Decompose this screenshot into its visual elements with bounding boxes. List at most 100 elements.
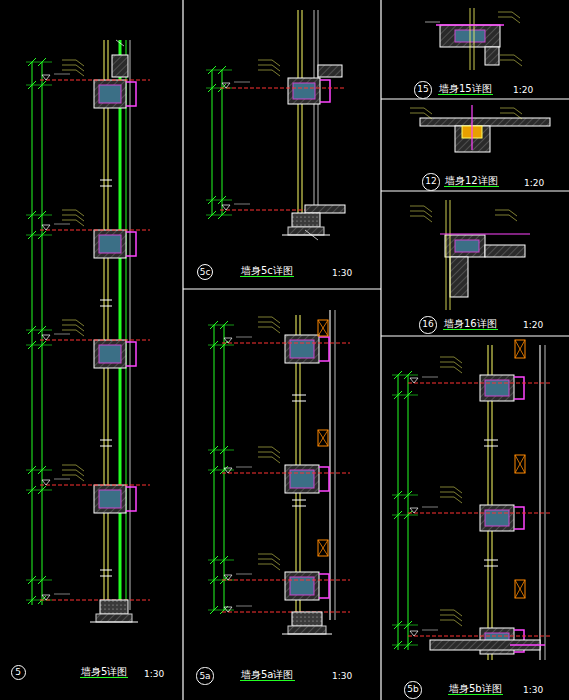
concrete-section [292, 612, 322, 626]
scale-text: 1:30 [522, 686, 544, 695]
drawing-line [62, 65, 76, 66]
drawing-line [454, 620, 462, 626]
drawing-line [440, 610, 454, 611]
drawing-line [40, 340, 150, 341]
drawing-line [130, 40, 131, 610]
drawing-line [26, 235, 52, 236]
level-mark [224, 607, 232, 612]
drawing-line [220, 88, 345, 89]
scale-text: 1:20 [512, 86, 534, 95]
drawing-line [454, 492, 462, 498]
level-mark [222, 205, 230, 210]
drawing-line [408, 383, 552, 384]
drawing-line [26, 490, 52, 491]
detail-circle: 5 [11, 665, 26, 680]
drawing-line [62, 220, 76, 221]
level-mark [42, 75, 50, 80]
concrete-section [445, 235, 485, 257]
level-mark [224, 575, 232, 580]
drawing-line [236, 606, 252, 607]
concrete-section [305, 205, 345, 213]
detail-circle: 5a [196, 667, 213, 684]
panel-frame [183, 0, 569, 700]
drawing-line [76, 330, 84, 336]
drawing-line [440, 357, 454, 358]
drawing-line [298, 10, 299, 215]
drawing-line [62, 330, 76, 331]
level-mark [224, 338, 232, 343]
drawing-line [515, 340, 525, 358]
drawing-line [484, 560, 498, 561]
drawing-line [272, 452, 280, 458]
level-mark [224, 468, 232, 473]
drawing-line [318, 430, 328, 446]
drawing-line [26, 345, 52, 346]
scale-text: 1:30 [143, 670, 165, 679]
drawing-line [410, 211, 424, 212]
drawing-line [272, 322, 280, 328]
concrete-section [455, 240, 479, 252]
concrete-section [285, 465, 319, 493]
concrete-section [318, 430, 328, 446]
drawing-line [32, 62, 33, 605]
drawing-line [224, 325, 225, 610]
drawing-line [422, 630, 438, 631]
drawing-line [440, 362, 454, 363]
drawing-line [76, 65, 84, 71]
drawing-line [515, 340, 525, 358]
drawing-line [514, 60, 522, 66]
drawing-line [440, 487, 454, 488]
concrete-section [485, 380, 509, 396]
drawing-line [484, 566, 498, 567]
flashing [514, 507, 524, 529]
drawing-line [40, 230, 150, 231]
drawing-line [318, 540, 328, 556]
drawing-line [62, 470, 76, 471]
drawing-line [272, 447, 280, 453]
detail-number: 5a [199, 672, 210, 681]
drawing-line [258, 457, 272, 458]
drawing-line [422, 507, 438, 508]
drawing-line [62, 60, 76, 61]
level-mark [410, 378, 418, 383]
drawing-line [40, 485, 150, 486]
drawing-line [76, 220, 84, 226]
drawing-line [512, 17, 520, 23]
drawing-line [408, 636, 552, 637]
drawing-line [500, 108, 514, 109]
drawing-line [90, 622, 138, 623]
concrete-section [99, 235, 121, 253]
drawing-line [214, 325, 215, 610]
drawing-line [76, 215, 84, 221]
drawing-line [410, 113, 424, 114]
drawing-line [54, 224, 70, 225]
drawing-line [392, 515, 418, 516]
drawing-line [42, 62, 43, 605]
drawing-line [108, 40, 109, 610]
drawing-line [26, 580, 52, 581]
drawing-line [314, 10, 315, 215]
drawing-line [318, 320, 328, 336]
drawing-line [318, 430, 328, 446]
concrete-section [99, 490, 121, 508]
drawing-line [424, 108, 432, 114]
concrete-section [318, 65, 342, 77]
drawing-line [100, 306, 112, 307]
drawing-line [410, 108, 424, 109]
drawing-line [392, 645, 418, 646]
detail-circle: 15 [414, 81, 431, 98]
drawing-line [208, 450, 234, 451]
concrete-section [94, 485, 126, 513]
drawing-line [222, 473, 350, 474]
concrete-section [288, 78, 320, 104]
drawing-line [424, 211, 432, 217]
drawing-line [454, 487, 462, 493]
drawing-line [392, 395, 418, 396]
concrete-section [480, 505, 514, 531]
drawing-line [76, 465, 84, 471]
drawing-line [272, 317, 280, 323]
drawing-line [500, 60, 514, 61]
drawing-line [119, 40, 122, 610]
